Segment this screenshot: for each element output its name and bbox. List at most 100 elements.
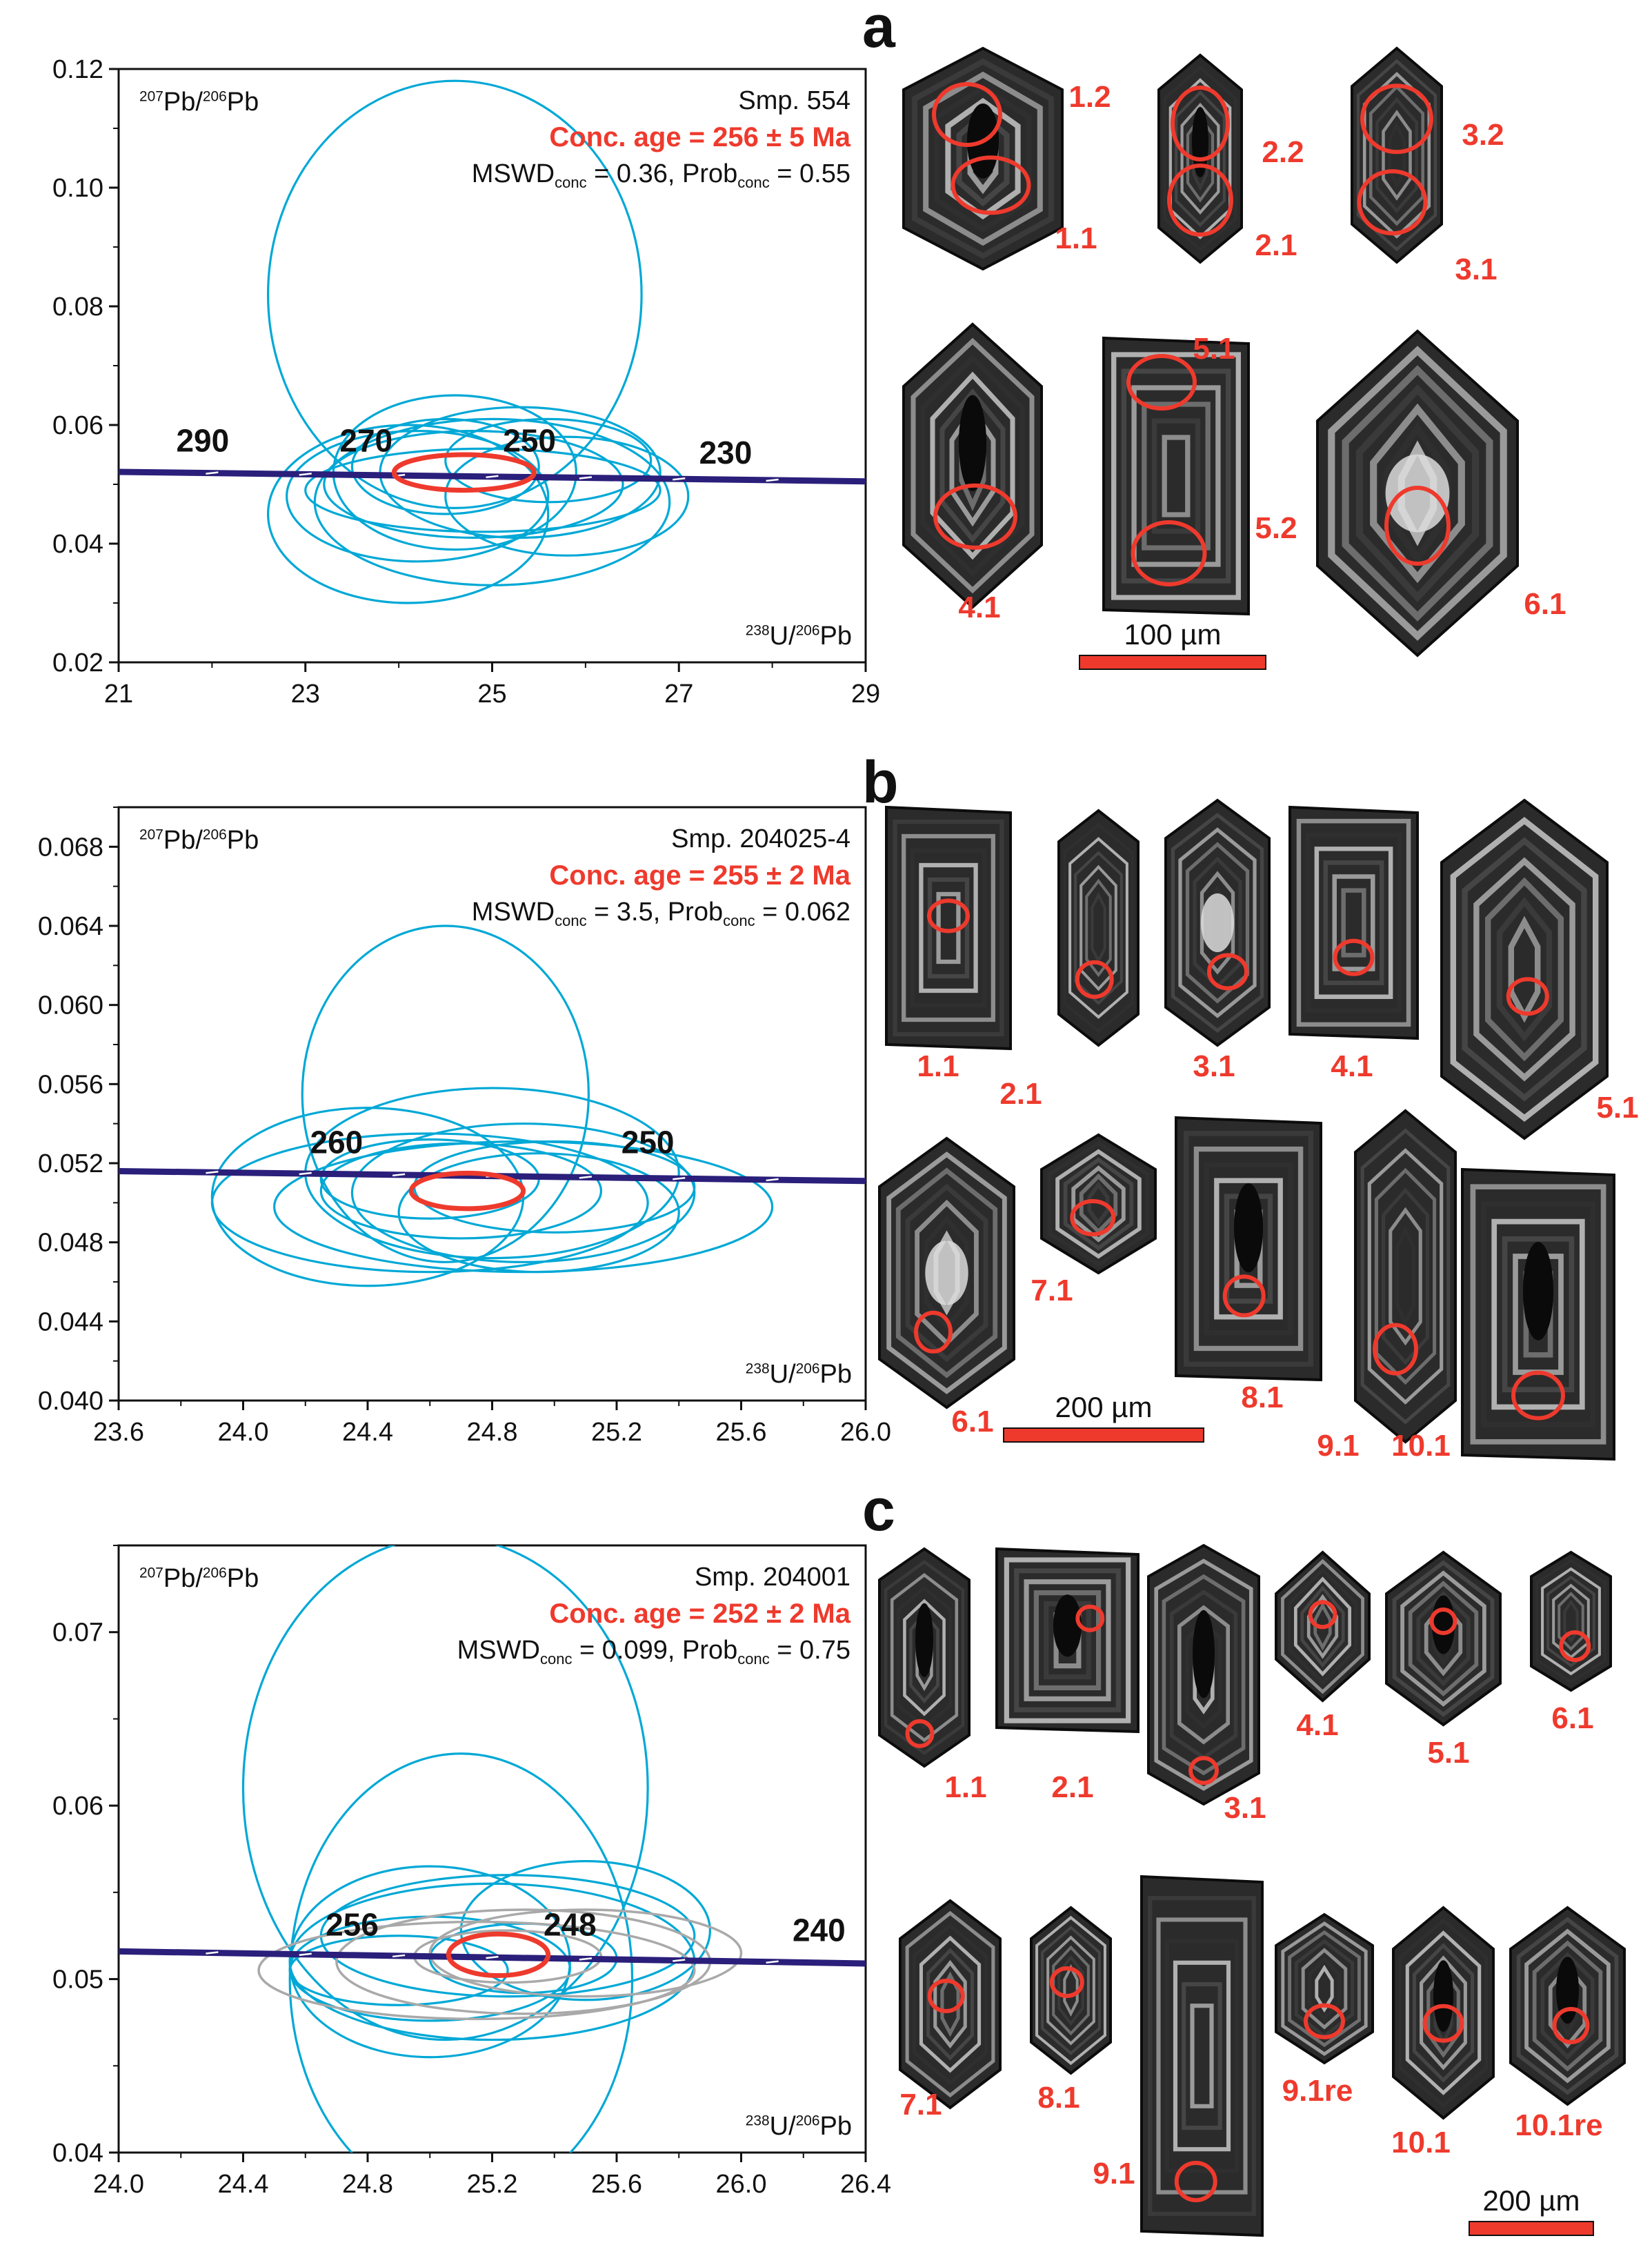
- spot-label: 4.1: [1331, 1049, 1373, 1083]
- x-tick-label: 24.8: [342, 2170, 393, 2199]
- spot-label: 3.1: [1193, 1049, 1235, 1083]
- spot-label: 7.1: [899, 2088, 942, 2122]
- spot-label: 6.1: [951, 1405, 993, 1438]
- spot-label: 9.1re: [1282, 2074, 1353, 2108]
- analysis-spot: [1075, 1604, 1105, 1632]
- spot-label: 5.1: [1193, 332, 1235, 366]
- x-tick-label: 24.8: [467, 1418, 518, 1447]
- error-ellipse: [266, 79, 643, 509]
- y-tick-label: 0.056: [38, 1070, 103, 1099]
- zircon-grain: [1164, 798, 1271, 1047]
- x-tick-label: 24.4: [218, 2170, 269, 2199]
- x-axis-label: 238U/206Pb: [746, 2112, 852, 2141]
- x-tick-label: 25.6: [591, 2170, 642, 2199]
- scale-bar-label: 200 µm: [1483, 2184, 1580, 2217]
- zircon-grain: [1147, 1543, 1260, 1806]
- y-tick-label: 0.040: [38, 1387, 103, 1416]
- concordia-age-label: 230: [699, 435, 753, 471]
- spot-label: 10.1: [1391, 2126, 1451, 2159]
- spot-label: 2.1: [999, 1077, 1042, 1111]
- y-axis-label: 207Pb/206Pb: [139, 88, 259, 117]
- sample-id: Smp. 204025-4: [671, 824, 850, 853]
- zircon-grain: [1030, 1906, 1112, 2075]
- y-tick-label: 0.052: [38, 1149, 103, 1178]
- grey-error-ellipse: [428, 1908, 743, 1998]
- grey-error-ellipse: [257, 1920, 696, 2021]
- analysis-spot: [1559, 1630, 1591, 1662]
- x-axis-label: 238U/206Pb: [746, 1360, 852, 1389]
- zircon-grain: [1461, 1167, 1615, 1461]
- concordia-age-ellipse: [391, 452, 537, 493]
- spot-label: 1.1: [917, 1049, 959, 1083]
- x-tick-label: 25: [477, 680, 506, 709]
- x-tick-label: 25.6: [716, 1418, 767, 1447]
- y-tick-label: 0.048: [38, 1229, 103, 1258]
- analysis-spot: [951, 155, 1031, 215]
- analysis-spot: [1075, 960, 1114, 999]
- concordia-age-label: 250: [503, 423, 556, 459]
- zircon-grain: [885, 805, 1012, 1051]
- zircon-grain: [878, 1136, 1015, 1410]
- concordia-age-label: 256: [326, 1907, 379, 1943]
- sample-id: Smp. 554: [738, 86, 850, 115]
- y-tick-label: 0.04: [52, 2139, 103, 2168]
- spot-label: 3.1: [1224, 1791, 1266, 1825]
- spot-label: 2.1: [1255, 228, 1297, 262]
- spot-label: 1.1: [1055, 221, 1097, 255]
- x-tick-label: 26.4: [840, 2170, 891, 2199]
- spot-label: 10.1: [1391, 1429, 1451, 1463]
- analysis-spot: [932, 82, 1002, 147]
- spot-label: 8.1: [1037, 2081, 1079, 2115]
- mswd-prob-text: MSWDconc = 0.099, Probconc = 0.75: [457, 1636, 850, 1668]
- error-ellipse: [444, 417, 653, 504]
- spot-label: 1.1: [944, 1770, 986, 1804]
- scale-bar-label: 200 µm: [1055, 1391, 1153, 1423]
- error-ellipse: [304, 447, 661, 533]
- spot-label: 5.1: [1596, 1091, 1638, 1125]
- spot-label: 6.1: [1551, 1701, 1593, 1735]
- spot-label: 4.1: [958, 591, 1000, 624]
- x-tick-label: 23.6: [93, 1418, 144, 1447]
- spot-label: 7.1: [1031, 1274, 1073, 1307]
- x-tick-label: 26.0: [840, 1418, 891, 1447]
- concordia-age-text: Conc. age = 255 ± 2 Ma: [549, 860, 850, 891]
- y-tick-label: 0.06: [52, 411, 103, 440]
- concordia-age-ellipse: [446, 1931, 551, 1979]
- spot-label: 2.2: [1262, 135, 1304, 169]
- analysis-spot: [914, 1310, 953, 1354]
- analysis-spot: [1373, 1323, 1418, 1376]
- error-ellipse: [350, 417, 540, 515]
- zircon-grain: [1102, 336, 1250, 616]
- y-tick-label: 0.05: [52, 1966, 103, 1995]
- error-ellipse: [241, 1545, 649, 2041]
- concordia-age-label: 240: [793, 1912, 846, 1948]
- analysis-spot: [927, 1979, 965, 2013]
- analysis-spot: [1506, 977, 1549, 1016]
- analysis-spot: [1174, 2161, 1217, 2202]
- zircon-grain: [1288, 805, 1419, 1040]
- y-tick-label: 0.060: [38, 991, 103, 1020]
- analysis-spot: [1167, 164, 1233, 237]
- analysis-spot: [1429, 1608, 1457, 1635]
- y-tick-label: 0.07: [52, 1619, 103, 1648]
- analysis-spot: [1131, 520, 1207, 586]
- zircon-grain: [902, 322, 1043, 609]
- spot-label: 5.1: [1427, 1736, 1469, 1770]
- analysis-spot: [1304, 2003, 1345, 2039]
- zircon-grain: [1275, 1912, 1374, 2065]
- y-tick-label: 0.10: [52, 174, 103, 203]
- analysis-spot: [1552, 2007, 1590, 2044]
- scale-bar: [1469, 2221, 1594, 2236]
- x-tick-label: 26.0: [716, 2170, 767, 2199]
- zircon-grain: [1392, 1906, 1495, 2120]
- zircon-grain: [899, 1899, 1002, 2110]
- zircon-grain: [1354, 1109, 1457, 1444]
- y-tick-label: 0.06: [52, 1792, 103, 1821]
- zircon-grain: [1057, 809, 1140, 1047]
- y-tick-label: 0.12: [52, 55, 103, 84]
- mswd-prob-text: MSWDconc = 0.36, Probconc = 0.55: [472, 159, 850, 191]
- spot-label: 9.1: [1317, 1429, 1359, 1463]
